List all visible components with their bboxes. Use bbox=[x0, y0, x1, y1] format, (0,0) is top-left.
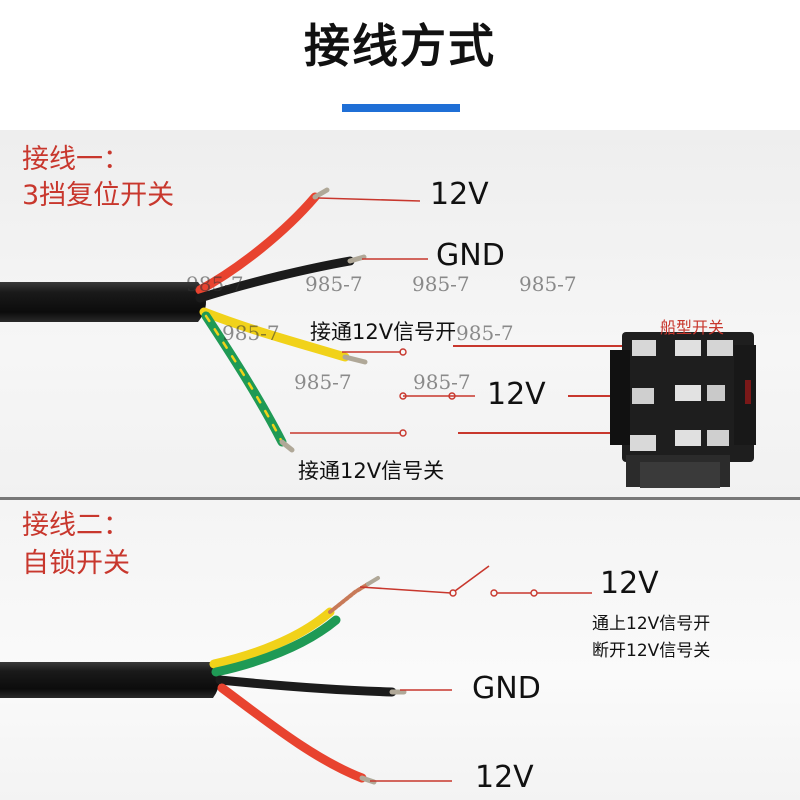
title-underline bbox=[342, 104, 460, 112]
watermark: 985-7 bbox=[222, 321, 280, 345]
watermark: 985-7 bbox=[186, 272, 244, 296]
terminal-switch-b bbox=[490, 589, 498, 597]
wire-tip-yellow-1 bbox=[342, 354, 368, 365]
terminal-switch-c bbox=[530, 589, 538, 597]
rocker-switch-label: 船型开关 bbox=[660, 318, 725, 337]
section2-panel bbox=[0, 500, 800, 800]
watermark: 985-7 bbox=[305, 272, 363, 296]
wire-red-1 bbox=[195, 192, 320, 295]
watermark: 985-7 bbox=[294, 370, 352, 394]
cable-2 bbox=[0, 662, 220, 698]
label-12v-top: 12V bbox=[430, 177, 489, 212]
label-12v-mid: 12V bbox=[487, 377, 546, 412]
wire-black-2 bbox=[215, 675, 397, 697]
terminal-green bbox=[399, 429, 407, 437]
section2-title: 接线二： bbox=[22, 510, 130, 541]
terminal-switch-a bbox=[449, 589, 457, 597]
watermark: 985-7 bbox=[413, 370, 471, 394]
note-off: 断开12V信号关 bbox=[592, 641, 711, 661]
section-divider bbox=[0, 497, 800, 500]
label-gnd-2: GND bbox=[472, 671, 541, 706]
wire-yellow-1 bbox=[199, 307, 350, 362]
note-on: 通上12V信号开 bbox=[592, 614, 711, 634]
section2-subtitle: 自锁开关 bbox=[22, 548, 130, 579]
self-lock-switch-lever bbox=[454, 565, 490, 592]
page-title: 接线方式 bbox=[304, 19, 496, 73]
rocker-switch-image bbox=[610, 332, 756, 488]
label-on-signal: 接通12V信号开 bbox=[310, 320, 457, 344]
wire-red-2 bbox=[217, 683, 367, 783]
label-gnd: GND bbox=[436, 238, 505, 273]
label-12v-bottom: 12V bbox=[475, 760, 534, 795]
wire-black-1 bbox=[195, 256, 355, 303]
section1-subtitle: 3挡复位开关 bbox=[22, 180, 175, 211]
label-off-signal: 接通12V信号关 bbox=[298, 459, 445, 483]
watermark: 985-7 bbox=[412, 272, 470, 296]
line-12v-top bbox=[317, 197, 421, 202]
terminal-yellow bbox=[399, 348, 407, 356]
wire-tip-red-1 bbox=[312, 187, 330, 200]
line-strands-to-switch bbox=[359, 586, 452, 594]
label-12v-switch: 12V bbox=[600, 566, 659, 601]
wire-strands-2 bbox=[328, 582, 370, 614]
wire-tip-green-1 bbox=[279, 439, 295, 453]
wire-tip-black-1 bbox=[347, 254, 367, 264]
watermark: 985-7 bbox=[519, 272, 577, 296]
section1-title: 接线一： bbox=[22, 144, 130, 175]
wire-yellow-2 bbox=[209, 607, 335, 669]
cable-1 bbox=[0, 282, 206, 322]
terminal-12v-mid bbox=[448, 392, 456, 400]
terminal-12v-left bbox=[399, 392, 407, 400]
wire-green-2 bbox=[211, 615, 341, 677]
watermark: 985-7 bbox=[456, 321, 514, 345]
